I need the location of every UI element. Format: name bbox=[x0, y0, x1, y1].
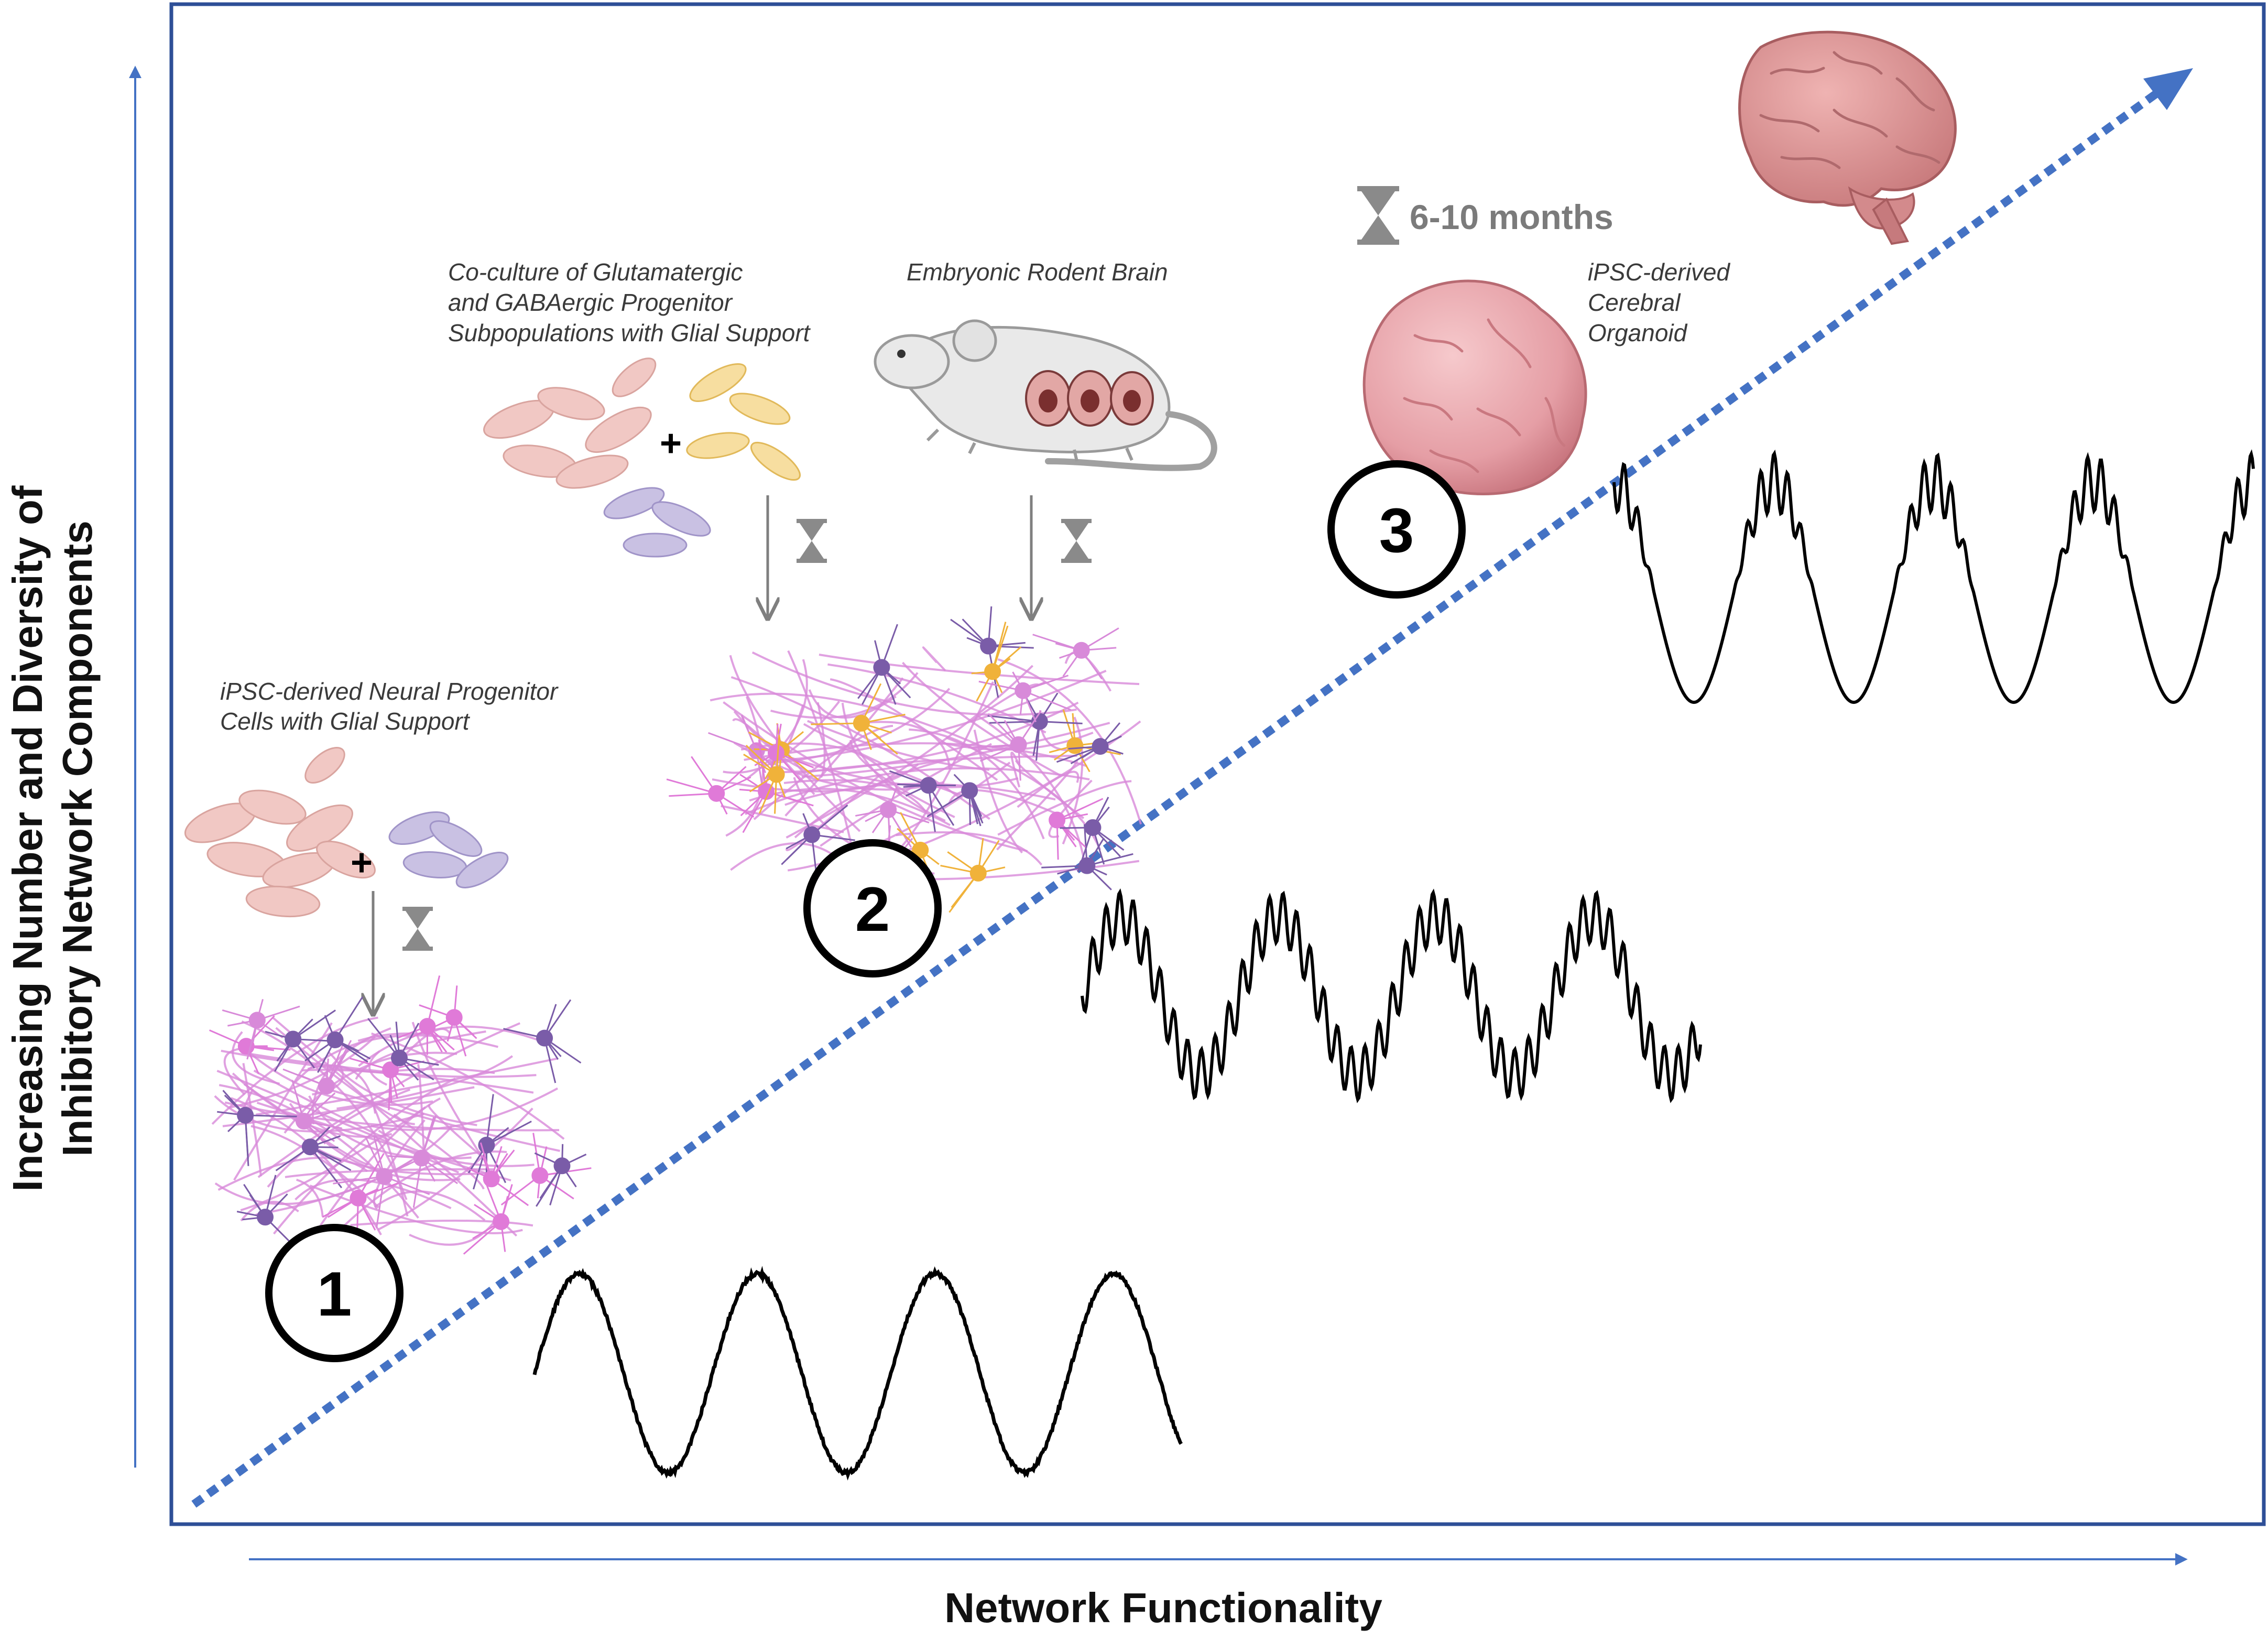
stage1-label-line1: iPSC-derived Neural Progenitor bbox=[220, 678, 559, 705]
stage3-label-line3: Organoid bbox=[1588, 319, 1688, 346]
neuron-soma bbox=[768, 744, 784, 761]
neuron-soma bbox=[1073, 642, 1090, 659]
neuron-soma bbox=[980, 638, 997, 655]
stage1-label-line2: Cells with Glial Support bbox=[220, 708, 471, 735]
neuron-soma bbox=[1092, 738, 1109, 755]
co-culture-cells-yellow bbox=[685, 357, 805, 486]
neuron-soma bbox=[391, 1050, 408, 1067]
neurite bbox=[923, 647, 945, 670]
stage3-duration: 6-10 months bbox=[1410, 198, 1613, 236]
neuron-network-stage1 bbox=[210, 975, 592, 1254]
neuron-soma bbox=[237, 1107, 254, 1124]
stage2b-label: Embryonic Rodent Brain bbox=[907, 258, 1168, 286]
neuron-soma bbox=[853, 715, 870, 732]
x-axis-title: Network Functionality bbox=[944, 1584, 1382, 1631]
neuron-soma bbox=[296, 1113, 312, 1129]
y-axis-title-line1: Increasing Number and Diversity of bbox=[4, 485, 51, 1191]
neuron-soma bbox=[984, 663, 1001, 680]
stage2-group: Co-culture of Glutamatergic and GABAergi… bbox=[448, 258, 1214, 974]
waveform-stage3 bbox=[1614, 454, 2253, 703]
neuron-soma bbox=[1015, 682, 1031, 699]
neurite bbox=[219, 1158, 367, 1190]
stage3-group: 6-10 months iPSC-derived Cerebral Organo… bbox=[1331, 32, 1955, 595]
neuron-soma bbox=[920, 777, 937, 794]
neurite bbox=[375, 1191, 485, 1220]
stage1-group: iPSC-derived Neural Progenitor Cells wit… bbox=[180, 678, 591, 1359]
stage1-number: 1 bbox=[317, 1259, 352, 1329]
neuron-soma bbox=[531, 1167, 548, 1184]
neuron-soma bbox=[961, 782, 978, 799]
stage2a-label-line1: Co-culture of Glutamatergic bbox=[448, 258, 743, 286]
neuron-soma bbox=[446, 1009, 463, 1026]
plus-icon-2: + bbox=[660, 422, 682, 464]
neuron-soma bbox=[285, 1031, 301, 1048]
trend-arrow-head bbox=[2143, 68, 2193, 110]
neuron-soma bbox=[1010, 736, 1027, 753]
pregnant-mouse-icon bbox=[875, 321, 1214, 468]
neuron-soma bbox=[1078, 857, 1095, 874]
neuron-soma bbox=[376, 1168, 392, 1185]
neuron-soma bbox=[768, 766, 785, 783]
neuron-soma bbox=[873, 659, 890, 676]
co-culture-cells-pink bbox=[479, 352, 662, 494]
stage3-label-line2: Cerebral bbox=[1588, 289, 1681, 316]
neuron-soma bbox=[483, 1170, 500, 1187]
neuron-soma bbox=[350, 1190, 366, 1207]
neuron-soma bbox=[493, 1213, 509, 1230]
stage3-number: 3 bbox=[1379, 495, 1414, 566]
neuron-soma bbox=[1049, 812, 1065, 829]
progenitor-cells-pink bbox=[180, 741, 380, 919]
neuron-soma bbox=[803, 827, 820, 843]
neuron-soma bbox=[327, 1031, 344, 1048]
neuron-soma bbox=[1066, 737, 1083, 754]
neuron-soma bbox=[302, 1138, 319, 1155]
hourglass-icon-2a bbox=[797, 519, 827, 563]
neuron-soma bbox=[413, 1150, 430, 1167]
plus-icon: + bbox=[351, 842, 373, 884]
brain-icon bbox=[1740, 32, 1956, 244]
neuron-soma bbox=[970, 865, 987, 882]
stage2-number: 2 bbox=[855, 874, 890, 944]
co-culture-cells-lavender bbox=[601, 482, 715, 557]
neuron-soma bbox=[553, 1157, 570, 1174]
neuron-soma bbox=[708, 785, 725, 802]
waveform-stage1 bbox=[535, 1272, 1181, 1475]
neuron-soma bbox=[536, 1030, 553, 1047]
neurite bbox=[819, 655, 1139, 684]
neuron-soma bbox=[880, 801, 897, 818]
y-axis-title-line2: Inhibitory Network Components bbox=[54, 520, 101, 1156]
neuron-soma bbox=[1084, 819, 1101, 836]
waveform-stage2 bbox=[1082, 893, 1700, 1100]
hourglass-icon-3 bbox=[1357, 186, 1399, 245]
neuron-soma bbox=[249, 1012, 266, 1028]
neuron-soma bbox=[318, 1078, 335, 1094]
neuron-soma bbox=[257, 1209, 274, 1225]
glial-cells-lavender bbox=[385, 806, 513, 895]
hourglass-icon bbox=[402, 907, 433, 951]
stage2a-label-line2: and GABAergic Progenitor bbox=[448, 289, 733, 316]
hourglass-icon-2b bbox=[1061, 519, 1092, 563]
stage3-label-line1: iPSC-derived bbox=[1588, 258, 1730, 286]
stage2a-label-line3: Subpopulations with Glial Support bbox=[448, 319, 811, 346]
